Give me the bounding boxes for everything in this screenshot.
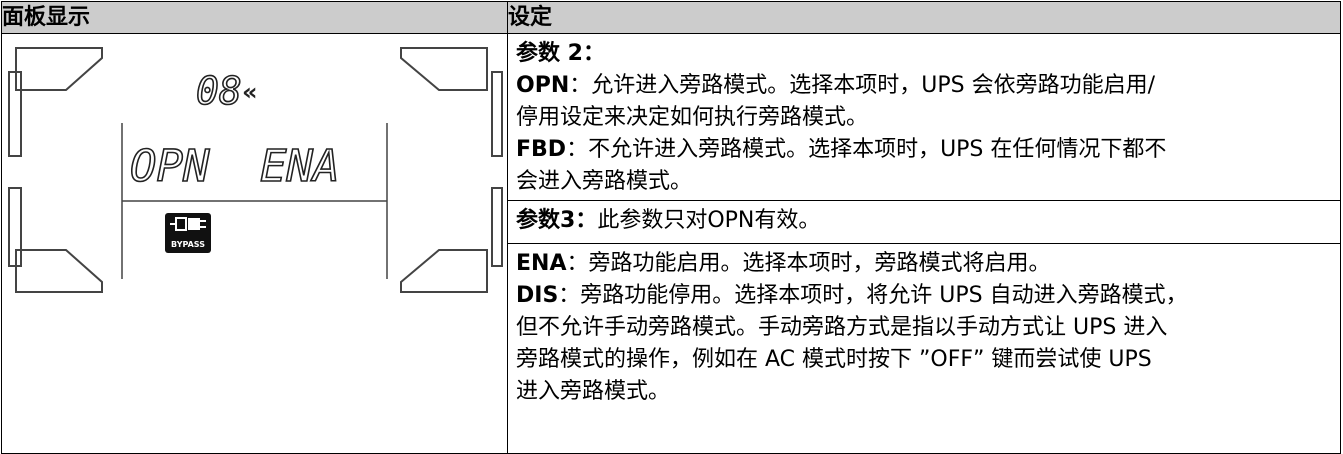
- fbd-description: FBD：不允许进入旁路模式。选择本项时，UPS 在任何情况下都不: [516, 137, 1167, 162]
- dis-description-cont-2: 旁路模式的操作，例如在 AC 模式时按下 ”OFF” 键而尝试使 UPS: [516, 347, 1152, 372]
- opn-description: OPN：允许进入旁路模式。选择本项时，UPS 会依旁路功能启用/: [516, 73, 1155, 98]
- ena-key: ENA: [516, 251, 567, 276]
- opn-key: OPN: [516, 73, 570, 98]
- setting-description-cell: 参数 2： OPN：允许进入旁路模式。选择本项时，UPS 会依旁路功能启用/ 停…: [507, 33, 1341, 454]
- bypass-icon: BYPASS: [165, 213, 211, 253]
- panel-display-cell: 08 « OPN ENA BYPASS: [1, 33, 508, 454]
- lcd-line-left: OPN: [130, 141, 210, 192]
- param3-block: 参数3：此参数只对OPN有效。: [508, 200, 1340, 243]
- column-header-setting: 设定: [507, 1, 1341, 34]
- param3-heading: 参数3：: [516, 208, 598, 233]
- content-row: 08 « OPN ENA BYPASS: [1, 33, 1341, 454]
- param2-heading: 参数 2：: [516, 41, 605, 66]
- lcd-top-value: 08: [196, 69, 242, 113]
- fbd-description-cont: 会进入旁路模式。: [516, 169, 693, 194]
- param2-block: 参数 2： OPN：允许进入旁路模式。选择本项时，UPS 会依旁路功能启用/ 停…: [508, 34, 1340, 200]
- bypass-icon-label: BYPASS: [171, 240, 205, 249]
- dis-description: DIS：旁路功能停用。选择本项时，将允许 UPS 自动进入旁路模式，: [516, 283, 1188, 308]
- lcd-panel-drawing: 08 « OPN ENA BYPASS: [8, 47, 503, 293]
- ena-dis-block: ENA：旁路功能启用。选择本项时，旁路模式将启用。 DIS：旁路功能停用。选择本…: [508, 243, 1340, 408]
- lcd-top-arrow: «: [242, 78, 258, 106]
- dis-key: DIS: [516, 283, 559, 308]
- lcd-line-right: ENA: [260, 141, 339, 192]
- param3-note: 此参数只对OPN有效。: [597, 208, 821, 233]
- opn-description-cont: 停用设定来决定如何执行旁路模式。: [516, 105, 869, 130]
- column-header-panel: 面板显示: [1, 1, 508, 34]
- fbd-key: FBD: [516, 137, 567, 162]
- left-bracket-segments: [8, 47, 103, 293]
- dis-description-cont-3: 进入旁路模式。: [516, 379, 671, 404]
- header-row: 面板显示 设定: [1, 1, 1341, 34]
- lcd-panel: 08 « OPN ENA BYPASS: [2, 38, 505, 295]
- dis-description-cont-1: 但不允许手动旁路模式。手动旁路方式是指以手动方式让 UPS 进入: [516, 315, 1168, 340]
- right-bracket-segments: [400, 47, 503, 293]
- ena-description: ENA：旁路功能启用。选择本项时，旁路模式将启用。: [516, 251, 1051, 276]
- lcd-divider-lines: [121, 123, 388, 279]
